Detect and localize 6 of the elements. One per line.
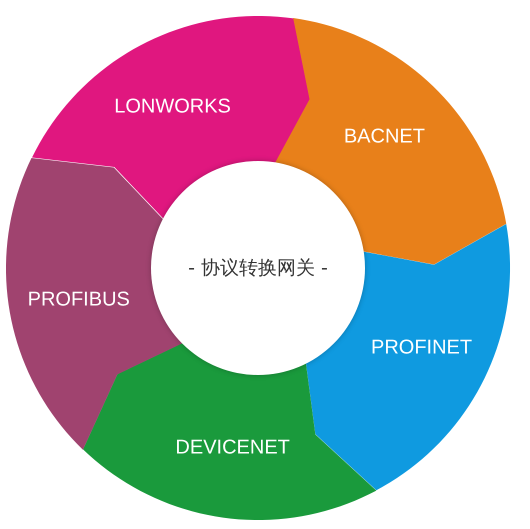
segment-label: DEVICENET — [175, 436, 290, 460]
segment-label: BACNET — [344, 126, 425, 149]
subtitle: - 协议转换网关 - — [188, 256, 328, 281]
segment-label: PROFINET — [371, 336, 472, 360]
segment-label: LONWORKS — [114, 96, 231, 119]
segment-label: PROFIBUS — [28, 288, 130, 312]
